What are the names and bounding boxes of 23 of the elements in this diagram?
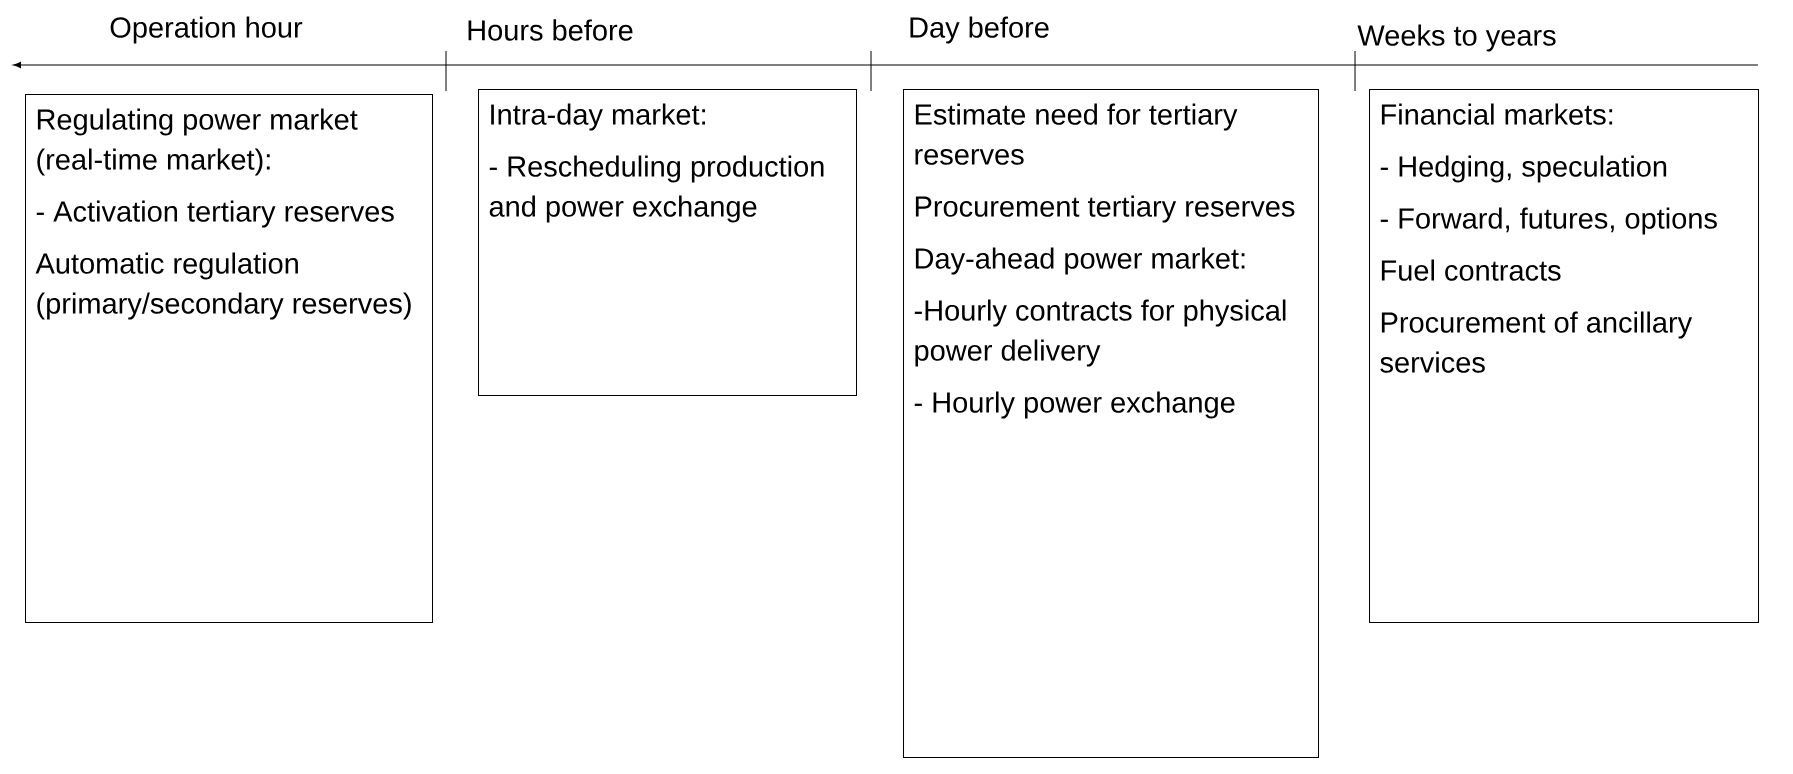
box-text: Intra-day market: <box>491 103 705 131</box>
box-text: - Hourly power exchange <box>914 391 1235 419</box>
box-text: Automatic regulation (primary/secondary reserves) <box>35 252 411 320</box>
box-text: Fuel contracts <box>1381 259 1561 281</box>
market-box <box>903 89 1319 758</box>
box-text: - Activation tertiary reserves <box>36 200 394 228</box>
period-label: Weeks to years <box>1357 24 1556 52</box>
box-text: Procurement of ancillary services <box>1380 311 1693 373</box>
box-text: Financial markets: <box>1381 103 1613 125</box>
box-text: - Forward, futures, options <box>1380 207 1717 235</box>
box-text: - Rescheduling production and power exchange <box>489 155 824 223</box>
box-text: Day-ahead power market: <box>915 247 1245 275</box>
market-box <box>25 94 433 623</box>
market-box <box>478 89 857 396</box>
market-box <box>1369 89 1759 623</box>
period-label: Operation hour <box>110 16 303 44</box>
box-text: Estimate need for tertiary reserves <box>915 103 1238 165</box>
period-label: Hours before <box>468 19 633 41</box>
box-text: -Hourly contracts for physical power delivery <box>914 299 1286 367</box>
box-text: Procurement tertiary reserves <box>915 195 1295 223</box>
box-text: - Hedging, speculation <box>1380 155 1667 183</box>
box-text: Regulating power market (real-time market): <box>37 108 358 176</box>
period-label: Day before <box>910 16 1049 44</box>
